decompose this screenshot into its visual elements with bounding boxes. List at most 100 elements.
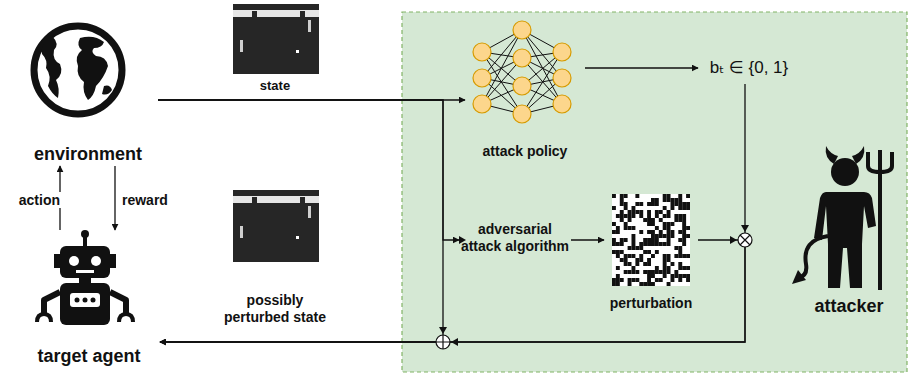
noise-cell (651, 242, 655, 246)
noise-cell (667, 282, 671, 286)
arrowhead (741, 225, 749, 232)
noise-cell (643, 242, 647, 246)
noise-cell (639, 230, 643, 234)
neural-network-icon (473, 21, 571, 123)
arrowhead (451, 338, 458, 346)
robot-mouth (76, 270, 94, 273)
noise-cell (663, 266, 667, 270)
node-label: target agent (37, 346, 140, 368)
connector (160, 240, 745, 342)
noise-cell (651, 198, 655, 202)
noise-cell (667, 234, 671, 238)
noise-cell (655, 226, 659, 230)
noise-cell (663, 254, 667, 258)
antenna-tip (81, 230, 89, 238)
noise-cell (667, 198, 671, 202)
noise-cell (663, 270, 667, 274)
noise-cell (612, 278, 616, 282)
noise-cell (647, 230, 651, 234)
noise-cell (643, 282, 647, 286)
noise-cell (620, 278, 624, 282)
noise-cell (674, 274, 678, 278)
paddle (308, 20, 311, 32)
robot-button (75, 298, 80, 303)
nn-neuron (513, 77, 531, 95)
connector (158, 100, 459, 240)
noise-cell (632, 238, 636, 242)
noise-cell (663, 222, 667, 226)
noise-cell (628, 270, 632, 274)
ball (296, 50, 299, 53)
noise-cell (678, 194, 682, 198)
noise-cell (620, 242, 624, 246)
noise-cell (686, 202, 690, 206)
noise-cell (682, 202, 686, 206)
noise-cell (671, 274, 675, 278)
noise-cell (639, 214, 643, 218)
noise-cell (671, 230, 675, 234)
noise-cell (616, 266, 620, 270)
noise-cell (651, 230, 655, 234)
screen (233, 4, 319, 74)
noise-cell (632, 226, 636, 230)
nn-neuron (473, 43, 491, 61)
noise-cell (659, 210, 663, 214)
multiply-circle (738, 233, 752, 247)
noise-cell (667, 270, 671, 274)
noise-cell (667, 194, 671, 198)
multiply-cross (740, 235, 750, 245)
noise-cell (678, 262, 682, 266)
noise-cell (671, 234, 675, 238)
noise-cell (639, 254, 643, 258)
robot-icon (37, 230, 133, 325)
noise-cell (674, 246, 678, 250)
noise-cell (686, 278, 690, 282)
noise-cell (616, 226, 620, 230)
noise-cell (647, 258, 651, 262)
noise-cell (667, 266, 671, 270)
noise-cell (655, 198, 659, 202)
noise-cell (647, 242, 651, 246)
environment-node: environment (18, 14, 158, 166)
node-label: perturbation (610, 295, 692, 312)
node-label: environment (34, 144, 142, 166)
nn-neuron (553, 69, 571, 87)
noise-cell (647, 210, 651, 214)
noise-cell (686, 234, 690, 238)
noise-cell (686, 206, 690, 210)
noise-cell (686, 266, 690, 270)
noise-cell (628, 218, 632, 222)
noise-cell (655, 234, 659, 238)
noise-cell (671, 262, 675, 266)
noise-ground (612, 194, 690, 286)
noise-cell (620, 202, 624, 206)
noise-cell (624, 254, 628, 258)
noise-cell (663, 262, 667, 266)
noise-cell (643, 238, 647, 242)
noise-cell (639, 202, 643, 206)
devil-tail-tip (792, 270, 806, 284)
noise-cell (678, 238, 682, 242)
score (252, 197, 257, 203)
noise-cell (663, 234, 667, 238)
noise-cell (667, 254, 671, 258)
connector (114, 166, 115, 230)
noise-cell (647, 278, 651, 282)
noise-cell (682, 274, 686, 278)
state-node: state (225, 2, 325, 94)
attacker-region (402, 12, 907, 372)
connector (160, 84, 745, 342)
noise-cell (682, 218, 686, 222)
noise-cell (624, 206, 628, 210)
robot-arm (110, 292, 126, 314)
noise-cell (651, 254, 655, 258)
noise-cell (647, 262, 651, 266)
globe-icon (34, 26, 122, 114)
noise-cell (651, 202, 655, 206)
noise-cell (647, 222, 651, 226)
robot-panel (70, 293, 100, 307)
noise-cell (635, 278, 639, 282)
noise-cell (620, 210, 624, 214)
noise-cell (663, 206, 667, 210)
